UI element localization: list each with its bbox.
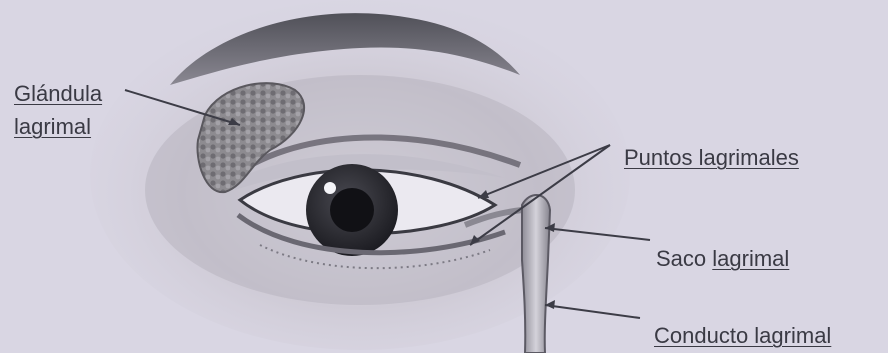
eye-highlight xyxy=(324,182,336,194)
label-conducto-lagrimal: Conducto lagrimal xyxy=(654,322,831,350)
label-puntos-lagrimales: Puntos lagrimales xyxy=(624,144,799,172)
label-saco-lagrimal: Saco lagrimal xyxy=(656,245,789,273)
lacrimal-sac xyxy=(522,195,550,353)
pupil xyxy=(330,188,374,232)
label-saco-underlined: lagrimal xyxy=(712,246,789,271)
label-glandula-line2: lagrimal xyxy=(14,113,91,141)
pointer-conducto xyxy=(545,305,640,318)
label-saco-word: Saco xyxy=(656,246,706,271)
label-glandula-line1: Glándula xyxy=(14,80,102,108)
